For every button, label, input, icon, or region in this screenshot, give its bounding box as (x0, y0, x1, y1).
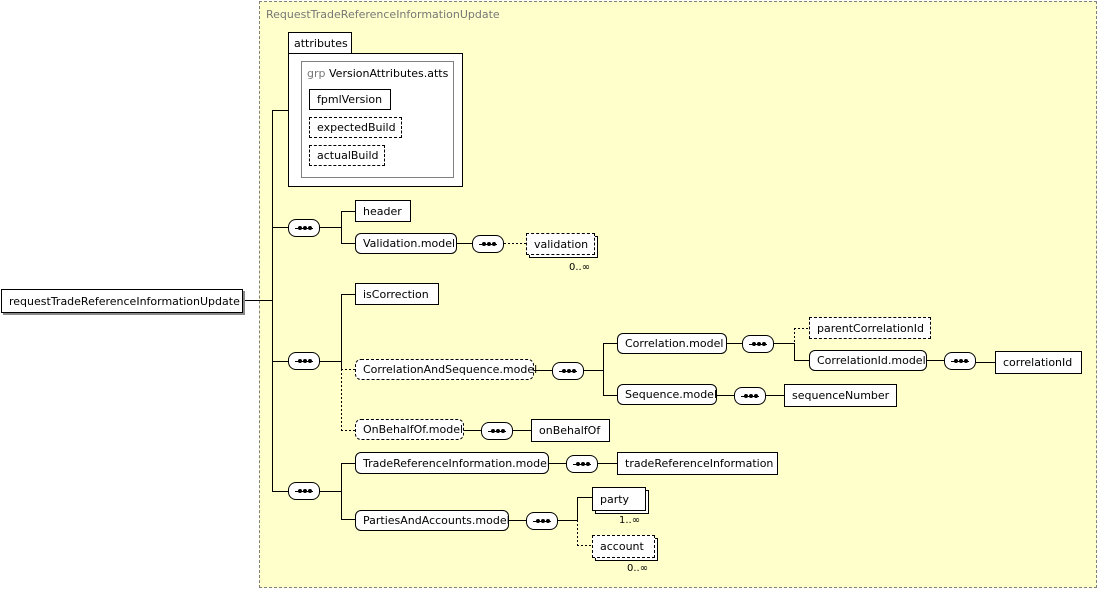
element-correlationId[interactable]: correlationId (995, 351, 1082, 374)
group-correlation-and-sequence-model[interactable]: CorrelationAndSequence.model (355, 359, 538, 380)
attribute-expectedBuild-label: expectedBuild (317, 121, 396, 134)
sequence-compositor-correlation-and-sequence[interactable] (552, 362, 584, 380)
group-correlation-id-model-label: CorrelationId.model (817, 354, 926, 367)
sequence-compositor-sequence[interactable] (734, 387, 766, 405)
group-on-behalf-of-model-label: OnBehalfOf.model (363, 423, 464, 436)
group-correlation-and-sequence-model-label: CorrelationAndSequence.model (363, 363, 538, 376)
element-party-label: party (600, 492, 630, 506)
sequence-compositor-correlation[interactable] (742, 335, 774, 353)
sequence-compositor-2[interactable] (288, 352, 320, 370)
element-validation[interactable]: validation (526, 233, 595, 255)
element-validation-label: validation (534, 237, 589, 251)
group-on-behalf-of-model[interactable]: OnBehalfOf.model (355, 419, 464, 440)
group-sequence-model[interactable]: Sequence.model (617, 384, 717, 405)
element-party[interactable]: party (592, 487, 646, 511)
element-sequenceNumber-label: sequenceNumber (792, 389, 890, 402)
sequence-compositor-validation[interactable] (472, 235, 504, 253)
element-header-label: header (363, 204, 402, 218)
account-occurrence: 0..∞ (627, 563, 649, 574)
validation-occurrence: 0..∞ (569, 262, 591, 273)
element-tradeReferenceInformation-label: tradeReferenceInformation (625, 457, 774, 470)
attribute-group-prefix: grp (307, 67, 326, 80)
root-element-requestTradeReferenceInformationUpdate[interactable]: requestTradeReferenceInformationUpdate (1, 289, 243, 313)
group-trade-reference-information-model-label: TradeReferenceInformation.model (363, 456, 550, 470)
element-parentCorrelationId[interactable]: parentCorrelationId (809, 317, 931, 339)
attribute-actualBuild[interactable]: actualBuild (309, 145, 385, 166)
element-account-label: account (600, 540, 644, 553)
sequence-compositor-correlation-id[interactable] (944, 352, 976, 370)
group-correlation-model-label: Correlation.model (625, 337, 724, 350)
attribute-group-name: VersionAttributes.atts (329, 67, 449, 80)
group-sequence-model-label: Sequence.model (625, 388, 718, 401)
party-occurrence: 1..∞ (619, 515, 641, 526)
group-trade-reference-information-model[interactable]: TradeReferenceInformation.model (355, 452, 550, 474)
complex-type-label: RequestTradeReferenceInformationUpdate (266, 8, 500, 21)
attribute-actualBuild-label: actualBuild (317, 149, 379, 162)
sequence-compositor-3[interactable] (288, 482, 320, 500)
element-parentCorrelationId-label: parentCorrelationId (817, 321, 924, 335)
attribute-fpmlVersion[interactable]: fpmlVersion (309, 89, 391, 110)
sequence-compositor-parties-and-accounts[interactable] (526, 512, 558, 530)
group-parties-and-accounts-model[interactable]: PartiesAndAccounts.model (355, 510, 510, 531)
group-validation-model-label: Validation.model (363, 237, 456, 250)
element-header[interactable]: header (355, 200, 411, 222)
element-onBehalfOf-label: onBehalfOf (539, 424, 601, 437)
element-isCorrection-label: isCorrection (363, 287, 429, 301)
element-sequenceNumber[interactable]: sequenceNumber (784, 384, 897, 407)
element-isCorrection[interactable]: isCorrection (355, 283, 439, 305)
group-parties-and-accounts-model-label: PartiesAndAccounts.model (363, 514, 510, 527)
attributes-tab-label: attributes (294, 37, 348, 50)
root-element-label: requestTradeReferenceInformationUpdate (9, 294, 240, 308)
attribute-expectedBuild[interactable]: expectedBuild (309, 117, 402, 138)
group-validation-model[interactable]: Validation.model (355, 233, 457, 254)
attributes-tab[interactable]: attributes (288, 32, 352, 54)
group-correlation-model[interactable]: Correlation.model (617, 333, 727, 354)
sequence-compositor-on-behalf-of[interactable] (481, 422, 513, 440)
sequence-compositor-trade-reference-information[interactable] (566, 455, 598, 473)
element-correlationId-label: correlationId (1003, 356, 1073, 369)
element-account[interactable]: account (592, 535, 655, 558)
attribute-fpmlVersion-label: fpmlVersion (317, 93, 383, 106)
group-correlation-id-model[interactable]: CorrelationId.model (809, 350, 927, 371)
element-tradeReferenceInformation[interactable]: tradeReferenceInformation (617, 452, 778, 475)
element-onBehalfOf[interactable]: onBehalfOf (531, 419, 610, 442)
sequence-compositor-1[interactable] (288, 219, 320, 237)
